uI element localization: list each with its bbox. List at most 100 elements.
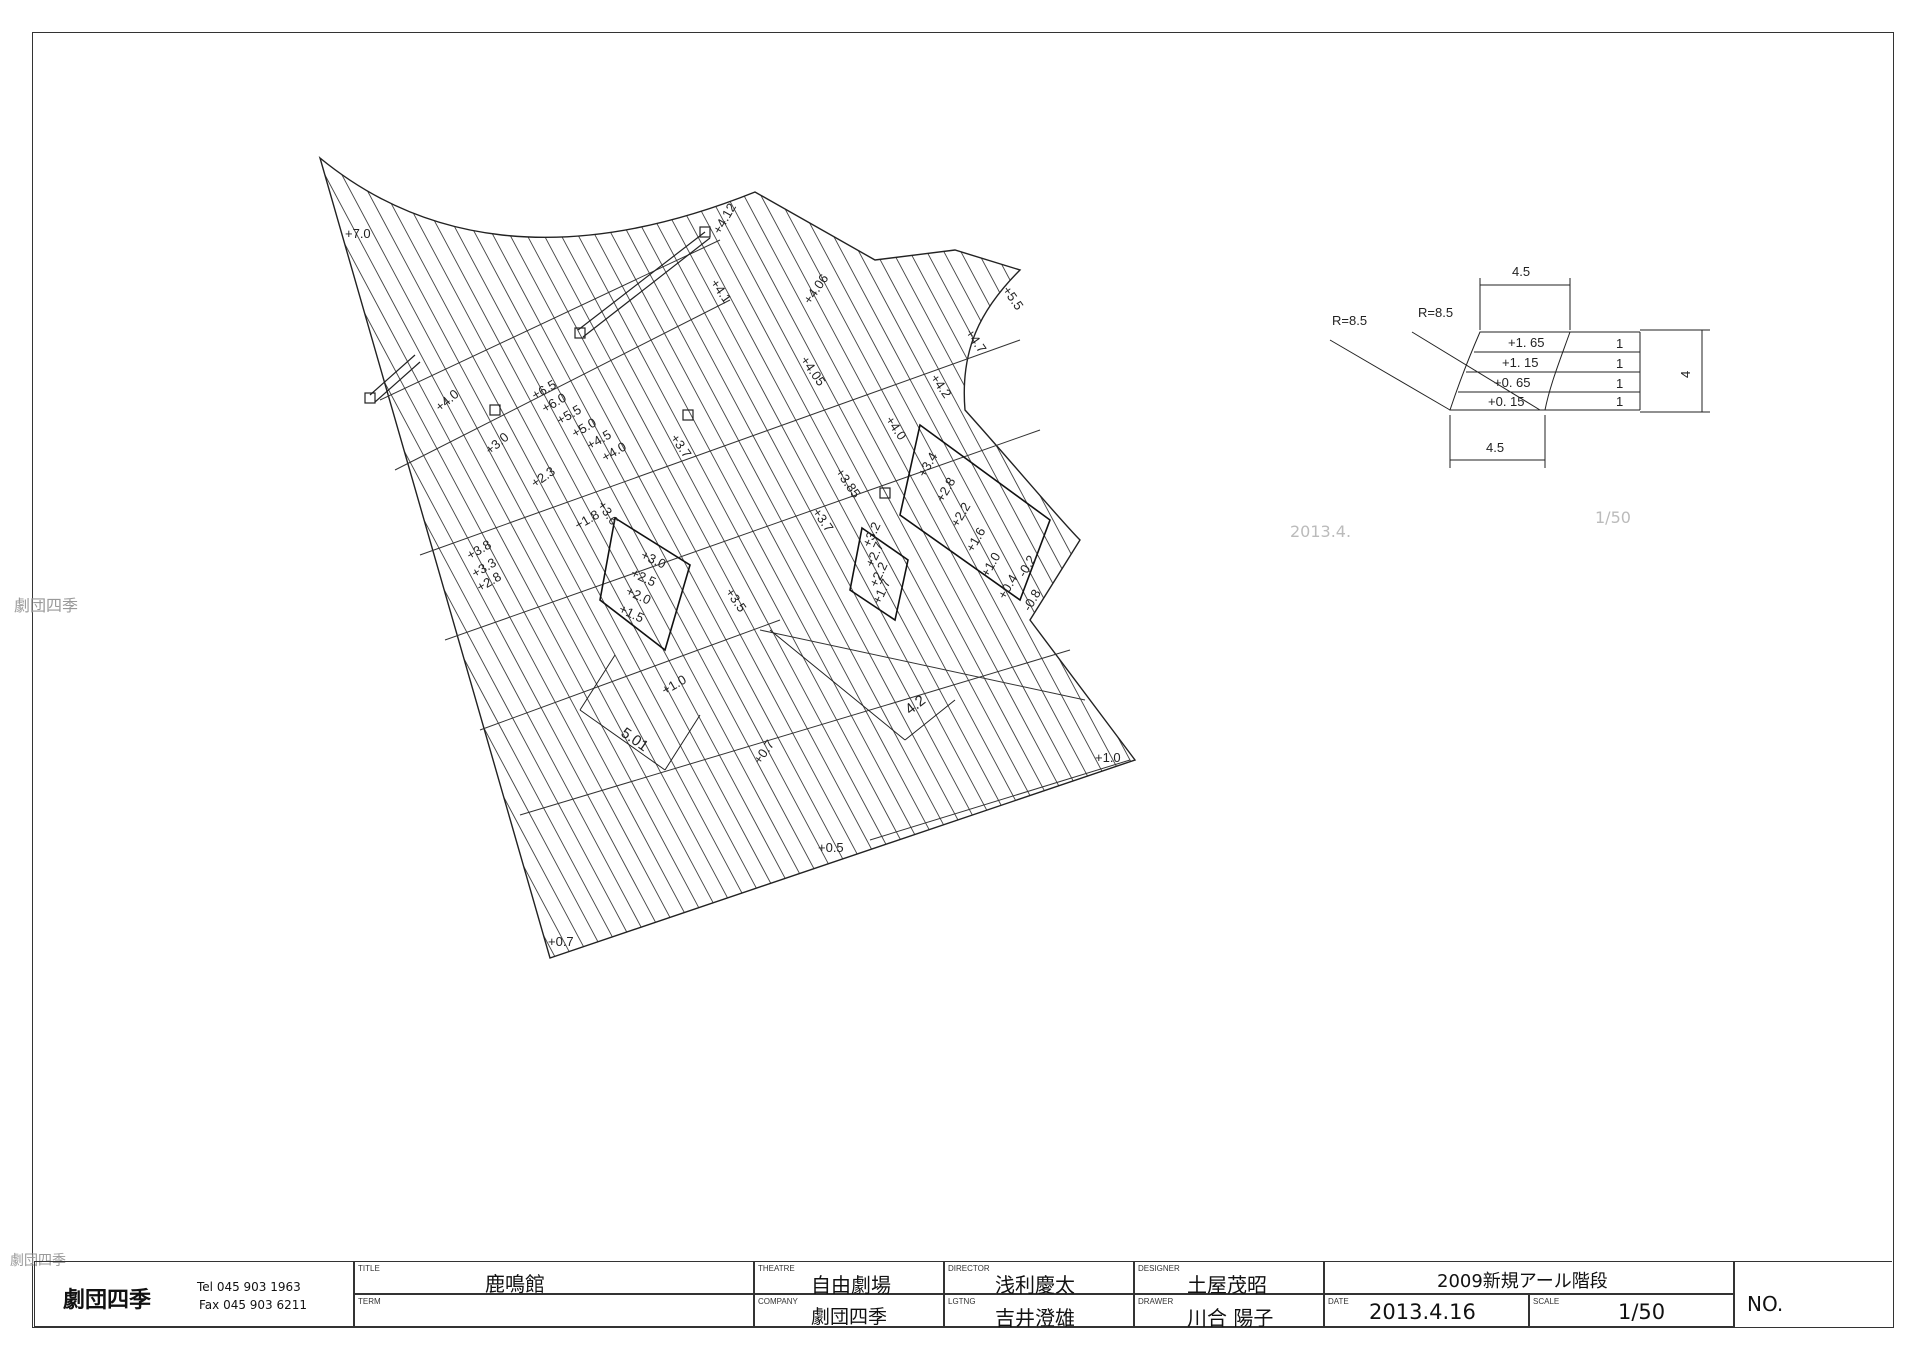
hatch-line [1305, 100, 1785, 1000]
hatch-line [1015, 158, 1135, 958]
hatch-line [0, 100, 51, 1000]
hatch-line [320, 158, 715, 958]
level-label: +3.85 [833, 465, 864, 501]
hatch-line [335, 158, 817, 958]
director-cell: DIRECTOR 浅利慶太 [944, 1261, 1134, 1297]
number-cell: NO. [1734, 1261, 1892, 1327]
hatch-line [981, 158, 1135, 958]
level-label: +3.6 [595, 498, 622, 528]
hatch-line [403, 158, 885, 958]
hatch-line [386, 158, 868, 958]
hatch-line [0, 100, 221, 1000]
row-height: 1 [1616, 394, 1623, 409]
hatch-line [320, 158, 443, 958]
hatch-line [320, 158, 494, 958]
title-caption: TITLE [358, 1264, 380, 1273]
drawer-caption: DRAWER [1138, 1297, 1174, 1306]
company-value: 劇団四季 [811, 1306, 888, 1328]
hatch-line [964, 158, 1135, 958]
ghost-stamp: 劇団四季 [14, 596, 79, 615]
hatch-line [1288, 100, 1768, 1000]
section-row-level: +0. 65 [1494, 375, 1531, 390]
hatch-line [1356, 100, 1836, 1000]
hatch-line [556, 158, 1038, 958]
hatch-line [828, 158, 1135, 958]
section-row-level: +0. 15 [1488, 394, 1525, 409]
hatch-line [320, 158, 392, 958]
platform-outline [318, 156, 1137, 959]
section-width-bottom: 4.5 [1486, 440, 1504, 455]
section-width-top: 4.5 [1512, 264, 1530, 279]
level-label: +2.8 [933, 475, 959, 505]
hatch-line [0, 100, 255, 1000]
hatch-line [862, 158, 1135, 958]
row-height: 1 [1616, 356, 1623, 371]
hatch-line [1100, 158, 1135, 958]
scale-cell: SCALE 1/50 [1529, 1294, 1734, 1327]
hatch-line [0, 100, 34, 1000]
section-total-height: 4 [1678, 371, 1693, 378]
level-label: +1.0 [659, 672, 689, 698]
hatch-line [1373, 100, 1853, 1000]
hatch-line [1152, 100, 1632, 1000]
hatch-line [320, 158, 511, 958]
radius-label: R=8.5 [1332, 313, 1367, 328]
hatch-line [1339, 100, 1819, 1000]
level-label: +0.7 [750, 737, 777, 767]
designer-value: 土屋茂昭 [1187, 1273, 1267, 1297]
hatch-line [760, 158, 1135, 958]
dimension-lines [579, 629, 956, 771]
hatch-line [1220, 100, 1700, 1000]
section-lines [379, 239, 1131, 841]
hatch-line [0, 100, 306, 1000]
hatch-line [320, 158, 630, 958]
level-label: -0.2 [1015, 553, 1039, 580]
hatch-line [320, 158, 477, 958]
drawing-title-cell: 2009新規アール階段 [1324, 1261, 1734, 1294]
hatch-line [913, 158, 1135, 958]
hatch-line [320, 158, 800, 958]
hatch-line [320, 158, 749, 958]
hatch-line [320, 158, 358, 958]
hatch-line [0, 100, 170, 1000]
company-value-cell: COMPANY 劇団四季 [754, 1294, 944, 1328]
hatch-line [454, 158, 936, 958]
hatch-line [1271, 100, 1751, 1000]
railings [364, 226, 891, 499]
title-value: 鹿鳴館 [485, 1272, 545, 1296]
hatch-line [0, 100, 272, 1000]
hatch-line [1032, 158, 1135, 958]
hatch-line [658, 158, 1135, 958]
hatch-line [420, 158, 902, 958]
company-cell: 劇団四季 Tel 045 903 1963 Fax 045 903 6211 [34, 1261, 354, 1327]
director-value: 浅利慶太 [995, 1273, 1075, 1297]
level-label: +7.0 [345, 226, 371, 241]
date-value: 2013.4.16 [1369, 1300, 1476, 1324]
hatch-line [607, 158, 1089, 958]
ghost-date: 2013.4. [1290, 522, 1352, 541]
designer-caption: DESIGNER [1138, 1264, 1180, 1273]
hatch-line [0, 100, 85, 1000]
term-caption: TERM [358, 1297, 381, 1306]
hatch-line [0, 100, 289, 1000]
theatre-value: 自由劇場 [811, 1273, 891, 1297]
level-label: +4.1 [708, 276, 735, 306]
drawer-value: 川合 陽子 [1187, 1306, 1274, 1330]
hatch-line [320, 158, 341, 958]
hatch-line [488, 158, 970, 958]
hatch-line [320, 158, 324, 958]
ghost-scale: 1/50 [1595, 508, 1631, 527]
hatch-line [320, 158, 460, 958]
section-row-level: +1. 15 [1502, 355, 1539, 370]
hatch-line [1169, 100, 1649, 1000]
hatch-line [369, 158, 851, 958]
hatch-line [320, 158, 766, 958]
stair-units [599, 423, 1051, 652]
hatch-line [1066, 158, 1135, 958]
dimension-label: 4.2 [902, 692, 929, 718]
level-label: +4.7 [963, 326, 990, 356]
level-label: +4.05 [798, 353, 829, 389]
hatch-line [320, 158, 375, 958]
level-label: +3.4 [915, 450, 941, 480]
hatch-line [0, 100, 68, 1000]
